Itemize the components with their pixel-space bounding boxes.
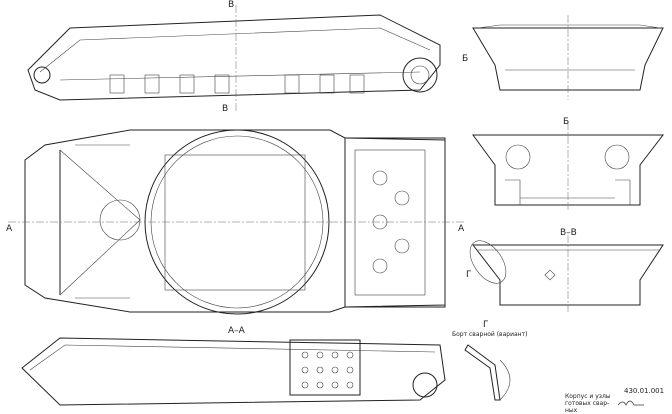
section-marker-a-left: А <box>6 224 13 234</box>
detail-title-g: Г <box>483 320 489 330</box>
drawing-number: 430.01.001 <box>624 387 665 395</box>
section-aa-view <box>21 337 446 406</box>
section-vv-view <box>469 235 664 312</box>
front-view <box>472 15 664 100</box>
view-b <box>472 122 665 210</box>
view-title-aa: А–А <box>228 326 245 336</box>
title-block-description: Корпус и узлы готовых свар- ных соединен… <box>565 393 611 414</box>
detail-g <box>464 344 511 401</box>
section-marker-v-bottom: В <box>222 104 229 114</box>
section-marker-v-top: В <box>228 0 235 10</box>
view-title-vv: В–В <box>560 228 577 238</box>
callout-g: Г <box>466 270 472 280</box>
detail-caption: Борт сварной (вариант) <box>452 331 528 338</box>
section-marker-b: Б <box>462 54 469 64</box>
plan-view <box>8 129 465 315</box>
view-title-b: Б <box>563 117 570 127</box>
side-view <box>27 5 441 112</box>
section-marker-a-right: А <box>458 224 465 234</box>
